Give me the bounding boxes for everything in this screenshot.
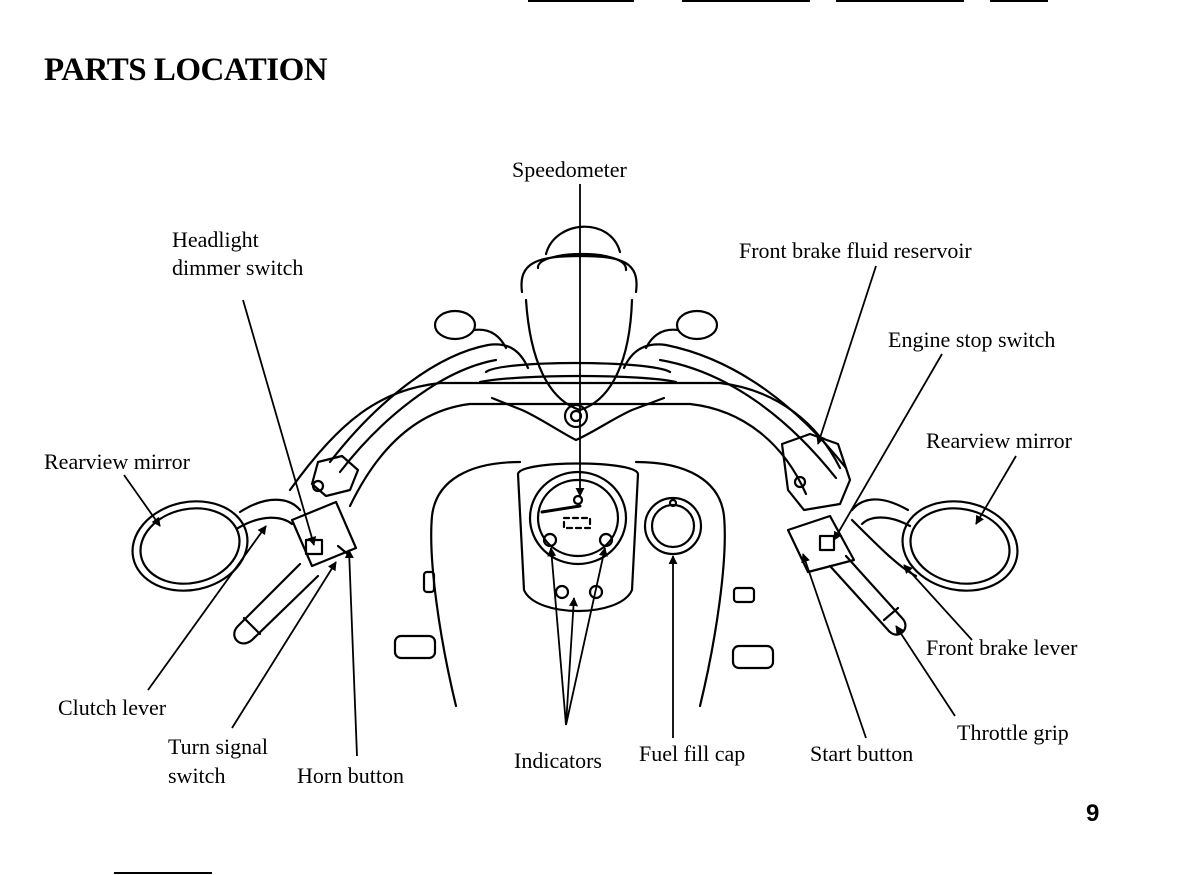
callout-lines	[123, 184, 1017, 757]
leader-front-brake-lever	[903, 564, 973, 641]
label-clutch-lever: Clutch lever	[58, 695, 167, 720]
leader-start-button	[801, 553, 867, 739]
leader-horn-button	[344, 549, 358, 757]
label-speedometer: Speedometer	[512, 157, 627, 182]
bottom-rule-1	[114, 872, 212, 874]
label-engine-stop-switch: Engine stop switch	[888, 327, 1056, 352]
label-rearview-mirror-right: Rearview mirror	[926, 428, 1072, 453]
leader-engine-stop-switch	[833, 353, 943, 541]
top-rule-1	[528, 0, 634, 2]
label-front-brake-lever: Front brake lever	[926, 635, 1078, 660]
label-headlight-dimmer-line1: Headlight	[172, 227, 259, 252]
label-fuel-fill-cap: Fuel fill cap	[639, 741, 746, 766]
label-indicators: Indicators	[514, 748, 602, 773]
label-headlight-dimmer-line2: dimmer switch	[172, 255, 304, 280]
label-start-button: Start button	[810, 741, 914, 766]
label-horn-button: Horn button	[297, 763, 404, 788]
leader-indicator-1	[547, 547, 567, 726]
leader-indicator-3	[565, 547, 608, 726]
motorcycle-drawing	[131, 225, 1019, 708]
page-title: PARTS LOCATION	[44, 52, 328, 88]
label-rearview-mirror-left: Rearview mirror	[44, 449, 190, 474]
top-rule-4	[990, 0, 1048, 2]
leader-throttle-grip	[895, 625, 956, 717]
leader-indicator-2	[565, 597, 578, 726]
leader-turn-signal-switch	[231, 561, 337, 729]
top-rule-2	[682, 0, 810, 2]
label-turn-signal-line2: switch	[168, 763, 226, 788]
top-rule-3	[836, 0, 964, 2]
label-throttle-grip: Throttle grip	[957, 720, 1069, 745]
page-number: 9	[1086, 800, 1100, 827]
label-front-brake-fluid-reservoir: Front brake fluid reservoir	[739, 238, 972, 263]
leader-rearview-mirror-right	[975, 455, 1017, 525]
leader-clutch-lever	[147, 525, 267, 691]
leader-headlight-dimmer-switch	[242, 299, 317, 546]
leader-rearview-mirror-left	[123, 474, 161, 527]
label-turn-signal-line1: Turn signal	[168, 734, 269, 759]
leader-front-brake-fluid-reservoir	[816, 265, 877, 445]
